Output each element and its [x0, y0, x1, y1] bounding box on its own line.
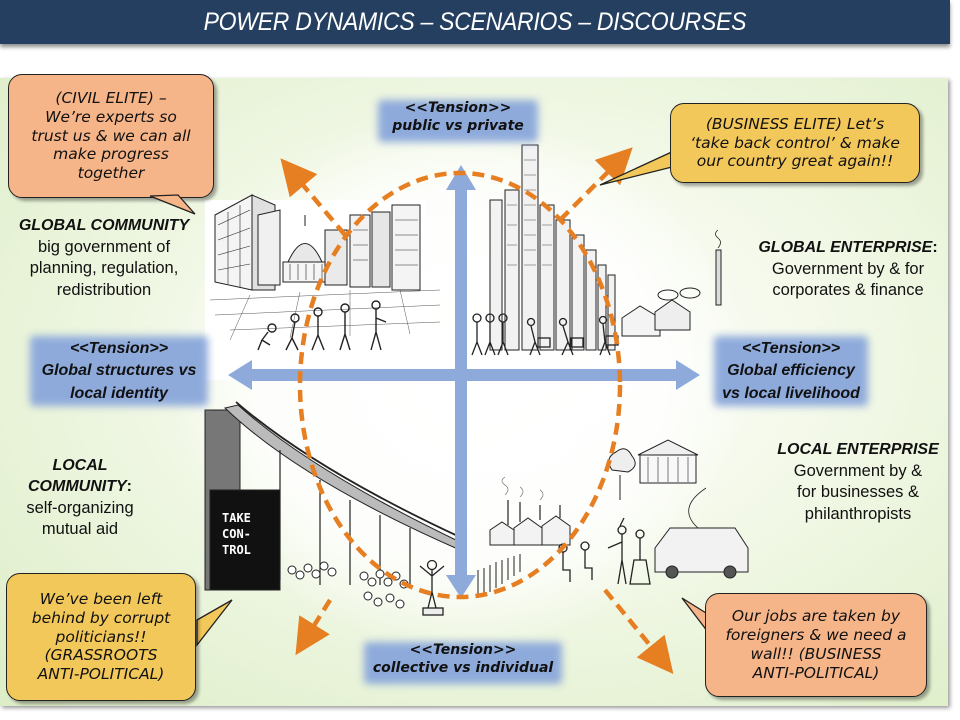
civil-elite-line-3: trust us & we can all: [31, 126, 191, 145]
global-enterprise-line-2: corporates & finance: [772, 281, 924, 300]
local-community-colon: :: [126, 477, 132, 495]
business-elite-line-2: ‘take back control’ & make: [690, 133, 900, 152]
arrow-to-business-elite-icon: [558, 147, 633, 222]
arrow-to-civil-elite-icon: [280, 158, 347, 237]
tension-top: <<Tension>> public vs private: [378, 100, 538, 142]
global-community-illustration: [205, 194, 441, 380]
local-enterprise-line-2: for businesses &: [797, 483, 919, 502]
horizontal-axis: [248, 369, 680, 381]
civil-elite-bubble: (CIVIL ELITE) – We’re experts so trust u…: [8, 74, 214, 198]
grassroots-line-2: behind by corrupt: [31, 608, 171, 627]
sign-text-line-3: TROL: [222, 543, 251, 557]
global-enterprise-illustration: [471, 144, 722, 356]
dashed-cycle: [280, 147, 674, 674]
tension-bottom-text: collective vs individual: [372, 659, 554, 676]
local-enterprise-illustration: [477, 439, 749, 598]
page-title: POWER DYNAMICS – SCENARIOS – DISCOURSES: [203, 7, 747, 36]
local-community-line-1: self-organizing: [26, 498, 134, 517]
business-anti-political-bubble: Our jobs are taken by foreigners & we ne…: [705, 593, 927, 697]
scenario-global-enterprise: GLOBAL ENTERPRISE: Government by & for c…: [748, 238, 948, 302]
tension-right-line-2: vs local livelihood: [722, 384, 860, 402]
business-elite-bubble: (BUSINESS ELITE) Let’s ‘take back contro…: [670, 103, 920, 183]
local-enterprise-line-3: philanthropists: [804, 504, 912, 523]
civil-elite-line-1: (CIVIL ELITE) –: [55, 88, 167, 107]
local-community-illustration: TAKE CON- TROL: [204, 401, 463, 616]
local-community-heading-line-2: COMMUNITY: [28, 477, 127, 495]
global-community-line-2: planning, regulation,: [29, 259, 179, 278]
grassroots-line-1: We’ve been left: [39, 589, 163, 608]
global-enterprise-line-1: Government by & for: [771, 259, 925, 278]
grassroots-line-5: ANTI-POLITICAL): [37, 665, 165, 684]
arrow-to-business-anti-icon: [603, 588, 674, 674]
grassroots-line-3: politicians!!: [55, 627, 147, 646]
global-enterprise-heading: GLOBAL ENTERPRISE: [758, 239, 933, 256]
sign-text-line-1: TAKE: [222, 511, 251, 525]
local-community-heading-line-1: LOCAL: [52, 457, 108, 474]
sign-text-line-2: CON-: [222, 527, 251, 541]
tension-top-label: <<Tension>>: [404, 100, 512, 116]
civil-elite-line-5: together: [77, 164, 145, 183]
axis-arrow-left-icon: [228, 360, 252, 390]
business-anti-line-4: ANTI-POLITICAL): [752, 663, 880, 682]
business-elite-line-1: (BUSINESS ELITE) Let’s: [705, 114, 885, 133]
arrow-to-grassroots-icon: [295, 598, 332, 656]
business-elite-line-3: our country great again!!: [696, 152, 894, 171]
grassroots-bubble: We’ve been left behind by corrupt politi…: [6, 573, 196, 701]
local-enterprise-line-1: Government by &: [793, 461, 923, 480]
tension-top-text: public vs private: [392, 117, 524, 134]
vertical-axis: [455, 185, 467, 580]
scenario-global-community: GLOBAL COMMUNITY big government of plann…: [4, 216, 204, 301]
local-enterprise-heading: LOCAL ENTERPRISE: [777, 441, 939, 458]
business-anti-line-1: Our jobs are taken by: [731, 607, 901, 626]
title-bar: POWER DYNAMICS – SCENARIOS – DISCOURSES: [0, 0, 950, 44]
tension-right-line-1: Global efficiency: [727, 362, 855, 380]
global-community-line-3: redistribution: [56, 280, 152, 299]
tension-right-label: <<Tension>>: [741, 340, 841, 357]
local-community-line-2: mutual aid: [41, 520, 119, 539]
tension-left: <<Tension>> Global structures vs local i…: [30, 336, 208, 406]
axis-arrow-down-icon: [446, 575, 476, 598]
global-community-heading: GLOBAL COMMUNITY: [18, 217, 190, 234]
dashed-circle: [297, 170, 623, 600]
axis-arrow-up-icon: [446, 165, 476, 190]
global-community-line-1: big government of: [37, 237, 171, 256]
tension-bottom-label: <<Tension>>: [409, 642, 517, 658]
business-anti-line-2: foreigners & we need a: [725, 626, 907, 645]
axis-arrow-right-icon: [676, 360, 700, 390]
tension-left-label: <<Tension>>: [69, 340, 169, 357]
tension-left-line-1: Global structures vs: [41, 362, 197, 380]
scenario-local-community: LOCAL COMMUNITY: self-organizing mutual …: [10, 456, 150, 540]
tension-right: <<Tension>> Global efficiency vs local l…: [714, 336, 868, 406]
global-enterprise-colon: :: [932, 239, 938, 256]
civil-elite-line-4: make progress: [53, 145, 169, 164]
grassroots-line-4: (GRASSROOTS: [44, 646, 158, 665]
civil-elite-line-2: We’re experts so: [45, 107, 177, 126]
scenario-local-enterprise: LOCAL ENTERPRISE Government by & for bus…: [768, 440, 948, 525]
business-anti-line-3: wall!! (BUSINESS: [750, 645, 882, 663]
tension-bottom: <<Tension>> collective vs individual: [364, 642, 562, 684]
tension-left-line-2: local identity: [70, 384, 168, 402]
axes: [228, 165, 700, 598]
